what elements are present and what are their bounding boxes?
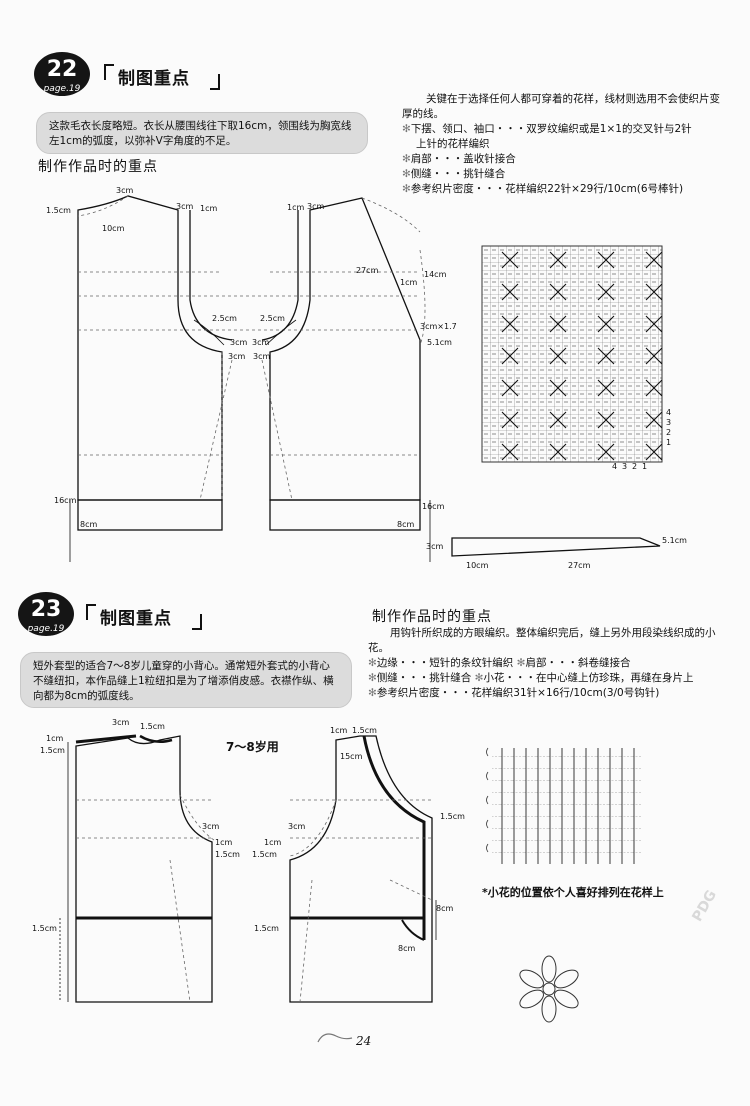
chart-row-number: 4	[666, 408, 672, 417]
dim-label: 1.5cm	[140, 722, 165, 731]
heading-bracket-left	[104, 64, 114, 80]
dim-label: 1.5cm	[440, 812, 465, 821]
crochet-flower	[519, 955, 579, 1023]
section-23-subtitle: 制作作品时的重点	[372, 609, 492, 625]
tips-intro: 关键在于选择任何人都可穿着的花样，线材则选用不会使织片变厚的线。	[402, 93, 720, 120]
section-22-badge: 22 page.19	[34, 52, 90, 96]
dim-label: 27cm	[568, 561, 591, 570]
chart-col-number: 2	[632, 462, 638, 471]
dim-label: 1.5cm	[32, 924, 57, 933]
tip-item: ✻侧缝・・・挑针缝合	[402, 168, 506, 180]
section-22-heading: 制图重点	[118, 69, 190, 89]
dim-label: 3cm×1.7	[420, 322, 457, 331]
dim-label: 1cm	[215, 838, 233, 847]
dim-label: 3cm	[307, 202, 325, 211]
age-label: 7～8岁用	[226, 740, 279, 754]
dim-label: 1cm	[46, 734, 64, 743]
tip-item: 上针的花样编织	[416, 138, 490, 150]
heading-bracket-right	[210, 74, 220, 90]
chart-row-number: 2	[666, 428, 672, 437]
dim-label: 8cm	[80, 520, 98, 529]
dim-label: 16cm	[422, 502, 445, 511]
flower-footnote: *小花的位置依个人喜好排列在花样上	[482, 886, 664, 899]
dim-label: 8cm	[398, 944, 416, 953]
dim-label: 16cm	[54, 496, 77, 505]
tip-item: ✻参考织片密度・・・花样编织31针×16行/10cm(3/0号钩针)	[368, 687, 660, 699]
dim-label: 3cm	[228, 352, 246, 361]
dim-label: 27cm	[356, 266, 379, 275]
dim-label: 5.1cm	[427, 338, 452, 347]
chart-col-number: 1	[642, 462, 648, 471]
heading-bracket-right	[192, 614, 202, 630]
page-number-swirl	[317, 1033, 353, 1043]
dim-label: 1.5cm	[215, 850, 240, 859]
dim-label: 3cm	[253, 352, 271, 361]
dim-label: 3cm	[112, 718, 130, 727]
dim-label: 1cm	[200, 204, 218, 213]
dim-label: 14cm	[424, 270, 447, 279]
dim-label: 1.5cm	[46, 206, 71, 215]
section-22-note: 这款毛衣长度略短。衣长从腰围线往下取16cm，领围线为胸宽线左1cm的弧度，以弥…	[36, 112, 368, 154]
chart-row-number: 3	[666, 418, 672, 427]
dim-label: 8cm	[436, 904, 454, 913]
section-23-note: 短外套型的适合7～8岁儿童穿的小背心。通常短外套式的小背心不缝纽扣，本作品缝上1…	[20, 652, 352, 708]
section-22-knitting-chart	[481, 245, 663, 463]
tip-item: ✻侧缝・・・挑针缝合 ✻小花・・・在中心缝上仿珍珠，再缝在身片上	[368, 672, 694, 684]
dim-label: 1.5cm	[352, 726, 377, 735]
dim-label: 1.5cm	[252, 850, 277, 859]
section-23-tips: 用钩针所织成的方眼编织。整体编织完后，缝上另外用段染线织成的小花。 ✻边缘・・・…	[368, 626, 718, 701]
section-22-page-ref: page.19	[43, 84, 81, 94]
dim-label: 1cm	[400, 278, 418, 287]
dim-label: 1cm	[330, 726, 348, 735]
chart-row-number: 1	[666, 438, 672, 447]
heading-bracket-left	[86, 604, 96, 620]
tips-intro: 用钩针所织成的方眼编织。整体编织完后，缝上另外用段染线织成的小花。	[368, 627, 716, 654]
dim-label: 1.5cm	[254, 924, 279, 933]
section-23-badge: 23 page.19	[18, 592, 74, 636]
dim-label: 5.1cm	[662, 536, 687, 545]
dim-label: 8cm	[397, 520, 415, 529]
dim-label: 3cm	[116, 186, 134, 195]
dim-label: 2.5cm	[212, 314, 237, 323]
section-22-subtitle: 制作作品时的重点	[38, 159, 158, 175]
section-22-tips: 关键在于选择任何人都可穿着的花样，线材则选用不会使织片变厚的线。 ✻下摆、领口、…	[402, 92, 722, 197]
dim-label: 10cm	[466, 561, 489, 570]
section-23-number: 23	[30, 597, 62, 622]
chart-col-number: 4	[612, 462, 618, 471]
section-23-heading: 制图重点	[100, 609, 172, 629]
tip-item: ✻边缘・・・短针的条纹针编织 ✻肩部・・・斜卷缝接合	[368, 657, 631, 669]
dim-label: 10cm	[102, 224, 125, 233]
section-23-crochet-chart	[486, 747, 642, 864]
tip-item: ✻肩部・・・盖收针接合	[402, 153, 516, 165]
dim-label: 3cm	[176, 202, 194, 211]
chart-col-number: 3	[622, 462, 628, 471]
dim-label: 3cm	[202, 822, 220, 831]
section-22-number: 22	[46, 57, 78, 82]
dim-label: 3cm	[230, 338, 248, 347]
dim-label: 15cm	[340, 752, 363, 761]
dim-label: 2.5cm	[260, 314, 285, 323]
page-number: 24	[356, 1034, 372, 1048]
dim-label: 1cm	[287, 203, 305, 212]
section-23-page-ref: page.19	[27, 624, 65, 634]
tip-item: ✻参考织片密度・・・花样编织22针×29行/10cm(6号棒针)	[402, 183, 684, 195]
tip-item: ✻下摆、领口、袖口・・・双罗纹编织或是1×1的交叉针与2针	[402, 123, 692, 135]
dim-label: 3cm	[252, 338, 270, 347]
dim-label: 1cm	[264, 838, 282, 847]
dim-label: 1.5cm	[40, 746, 65, 755]
dim-label: 3cm	[288, 822, 306, 831]
dim-label: 3cm	[426, 542, 444, 551]
